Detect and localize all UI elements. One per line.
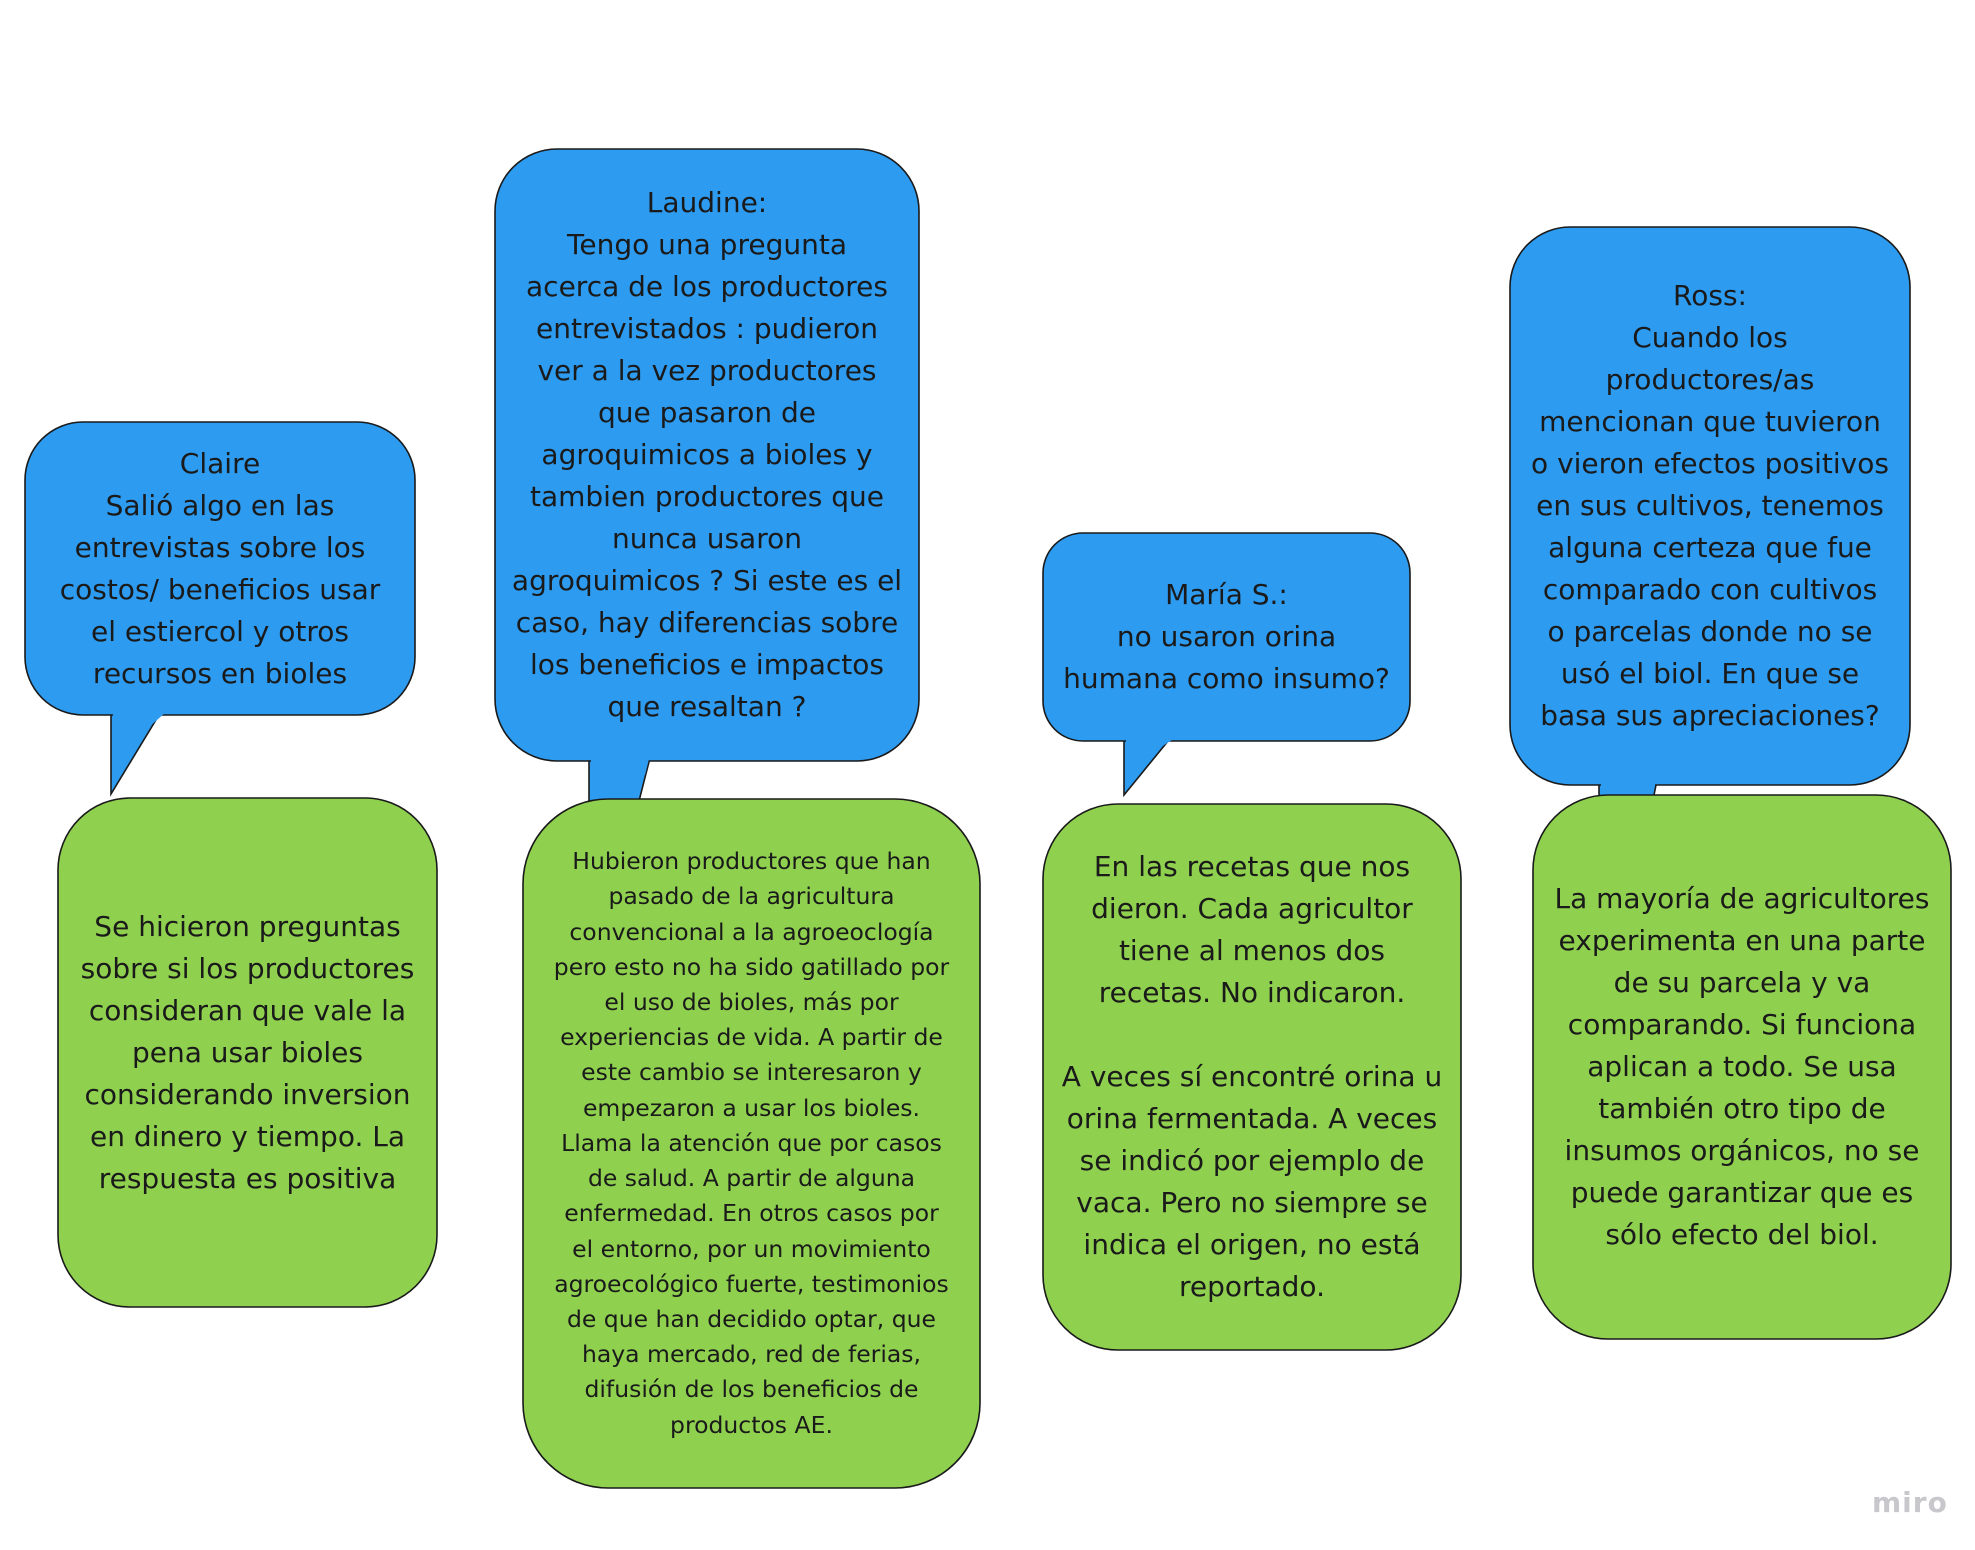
answer-card-maria[interactable] [1042,803,1462,1351]
question-text-claire: Claire Salió algo en las entrevistas sob… [59,446,381,690]
question-text-ross: Ross: Cuando los productores/as menciona… [1531,279,1889,732]
question-text-laudine: Laudine: Tengo una pregunta acerca de lo… [511,186,903,723]
question-bubble-laudine[interactable] [494,148,920,806]
answer-card-laudine[interactable] [522,798,981,1489]
answer-text-claire: Se hicieron preguntas sobre si los produ… [80,909,415,1195]
question-bubble-claire[interactable] [24,421,416,797]
answer-text-maria: En las recetas que nos dieron. Cada agri… [1061,850,1443,1303]
question-text-maria: María S.: no usaron orina humana como in… [1063,578,1390,695]
answer-text-ross: La mayoría de agricultores experimenta e… [1554,882,1930,1251]
miro-watermark: miro [1872,1486,1948,1519]
question-bubble-maria[interactable] [1042,532,1411,798]
answer-card-ross[interactable] [1532,794,1952,1340]
answer-text-laudine: Hubieron productores que han pasado de l… [553,847,950,1439]
answer-card-claire[interactable] [57,797,438,1308]
